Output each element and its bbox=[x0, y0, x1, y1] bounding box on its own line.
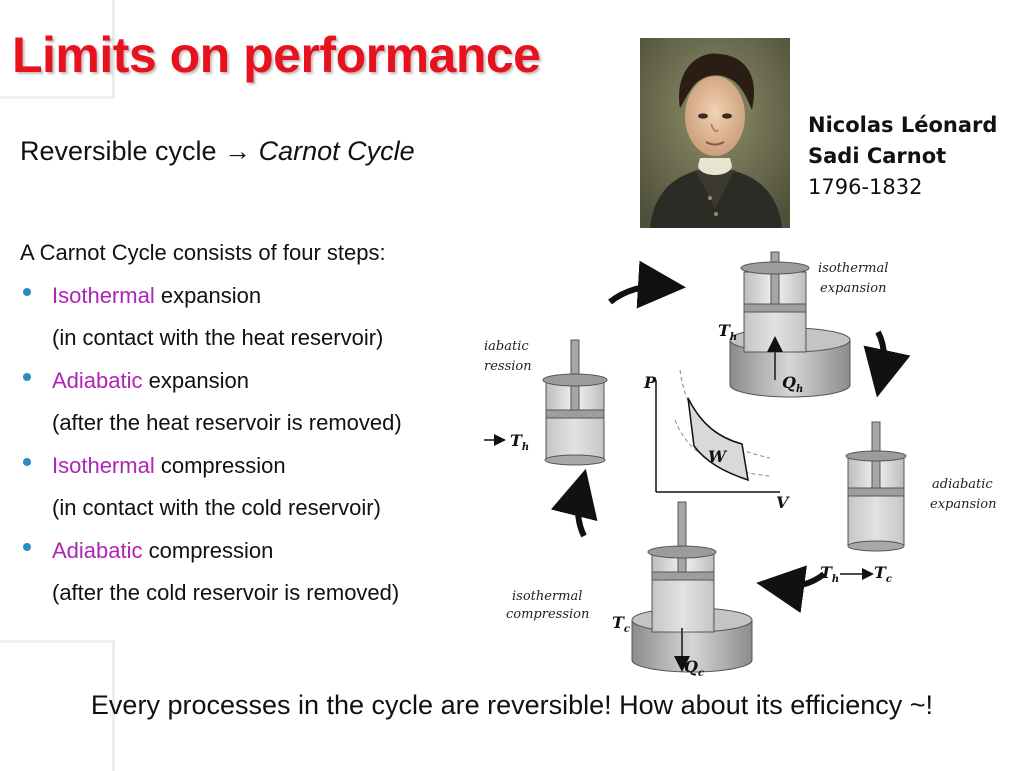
list-item: Adiabatic compression bbox=[20, 530, 402, 573]
step-rest: compression bbox=[154, 452, 286, 478]
step-detail: (after the heat reservoir is removed) bbox=[52, 410, 402, 435]
hot-reservoir-piston bbox=[729, 251, 851, 398]
decorative-frame-top bbox=[0, 0, 115, 99]
symbol-labels: Th Qh Th Th Tc Tc Qc P V W bbox=[510, 321, 892, 679]
caption-years: 1796-1832 bbox=[808, 175, 923, 199]
subtitle-prefix: Reversible cycle bbox=[20, 136, 225, 166]
th-right: Th bbox=[820, 563, 839, 585]
tc-bottom: Tc bbox=[612, 613, 630, 635]
step-detail: (in contact with the heat reservoir) bbox=[52, 325, 384, 350]
step-detail: (in contact with the cold reservoir) bbox=[52, 495, 381, 520]
list-item: Isothermal expansion bbox=[20, 275, 402, 318]
footer-text: Every processes in the cycle are reversi… bbox=[90, 690, 934, 720]
qh-label: Qh bbox=[782, 373, 803, 395]
qc-label: Qc bbox=[684, 657, 704, 679]
p-axis-label: P bbox=[643, 373, 657, 392]
caption-name-line1: Nicolas Léonard bbox=[808, 113, 998, 137]
work-label: W bbox=[708, 447, 728, 466]
step-rest: compression bbox=[142, 537, 274, 563]
v-axis-label: V bbox=[776, 493, 790, 512]
adiabatic-expansion-piston bbox=[845, 421, 907, 552]
right-arrow-icon: → bbox=[224, 136, 252, 166]
list-item: Isothermal compression bbox=[20, 445, 402, 488]
step-rest: expansion bbox=[142, 367, 249, 393]
portrait-caption: Nicolas Léonard Sadi Carnot 1796-1832 bbox=[808, 110, 997, 203]
label-iso-exp-1: isothermal bbox=[818, 261, 888, 276]
label-iso-comp-1: isothermal bbox=[512, 589, 582, 604]
cycle-arrows bbox=[484, 260, 911, 613]
steps-intro: A Carnot Cycle consists of four steps: bbox=[20, 240, 386, 265]
adiabatic-compression-piston bbox=[542, 339, 608, 466]
list-item: Adiabatic expansion bbox=[20, 360, 402, 403]
step-keyword: Isothermal bbox=[52, 282, 155, 308]
step-keyword: Isothermal bbox=[52, 452, 155, 478]
label-adia-exp-1: adiabatic bbox=[932, 477, 993, 492]
decorative-frame-bottom bbox=[0, 640, 115, 771]
steps-list: A Carnot Cycle consists of four steps: I… bbox=[20, 232, 402, 615]
step-rest: expansion bbox=[154, 282, 262, 308]
pv-diagram bbox=[655, 369, 780, 493]
label-iso-exp-2: expansion bbox=[820, 281, 887, 296]
subtitle-emphasis: Carnot Cycle bbox=[258, 136, 415, 166]
step-detail: (after the cold reservoir is removed) bbox=[52, 580, 400, 605]
portrait-image bbox=[640, 38, 790, 228]
label-adia-exp-2: expansion bbox=[930, 497, 997, 512]
step-keyword: Adiabatic bbox=[52, 537, 143, 563]
label-adia-comp-1: iabatic bbox=[484, 339, 529, 354]
label-iso-comp-2: compression bbox=[506, 607, 589, 622]
th-top: Th bbox=[718, 321, 737, 343]
diagram-labels: isothermal expansion adiabatic expansion… bbox=[484, 261, 997, 622]
tc-right: Tc bbox=[874, 563, 892, 585]
label-adia-comp-2: ression bbox=[484, 359, 532, 374]
step-keyword: Adiabatic bbox=[52, 367, 143, 393]
caption-name-line2: Sadi Carnot bbox=[808, 144, 947, 168]
cold-reservoir-piston bbox=[631, 501, 753, 673]
slide-title: Limits on performance bbox=[12, 27, 541, 83]
th-left: Th bbox=[510, 431, 529, 453]
carnot-cycle-diagram: isothermal expansion adiabatic expansion… bbox=[484, 251, 997, 679]
subtitle: Reversible cycle → Carnot Cycle bbox=[20, 136, 415, 167]
